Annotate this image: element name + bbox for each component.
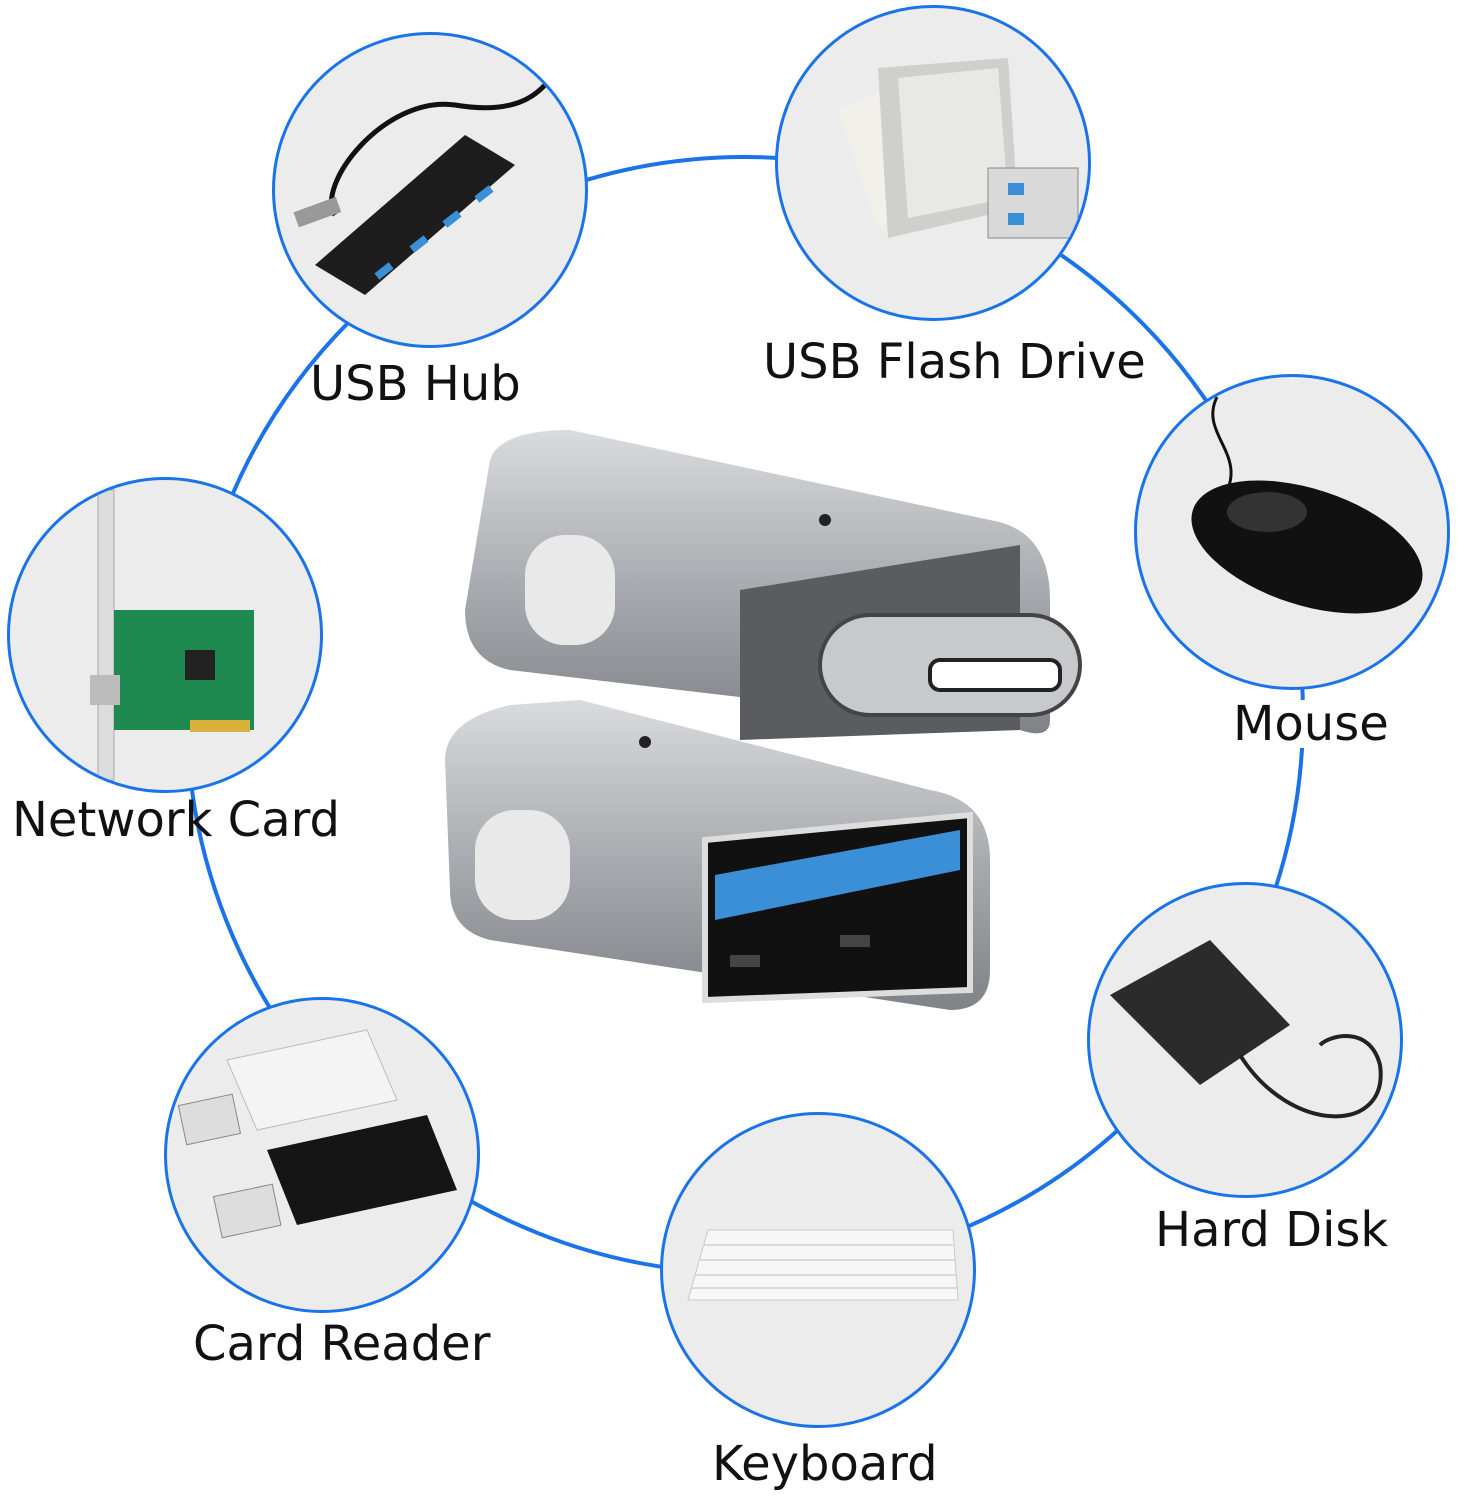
flash-drive-bubble	[775, 5, 1091, 321]
usb-hub-icon	[293, 83, 547, 295]
card-reader-bubble	[164, 997, 480, 1313]
network-card-icon	[90, 489, 254, 781]
mouse-bubble	[1134, 374, 1450, 690]
device-label-keyboard: Keyboard	[712, 1436, 938, 1492]
usb-a-adapter	[445, 700, 990, 1010]
hard-disk-icon	[1110, 940, 1383, 1119]
network-card-bubble	[7, 477, 323, 793]
device-label-card-reader: Card Reader	[193, 1316, 491, 1372]
usb-c-adapter	[465, 430, 1082, 740]
usb-adapter-image	[445, 430, 1082, 1010]
mouse-icon	[1191, 396, 1423, 614]
usb-hub-bubble	[272, 32, 588, 348]
device-label-mouse: Mouse	[1229, 700, 1393, 748]
device-label-usb-hub: USB Hub	[310, 356, 521, 412]
device-label-hard-disk: Hard Disk	[1155, 1202, 1389, 1258]
hard-disk-bubble	[1087, 882, 1403, 1198]
device-label-network-card: Network Card	[12, 792, 340, 848]
device-label-flash-drive: USB Flash Drive	[763, 334, 1146, 390]
keyboard-bubble	[660, 1112, 976, 1428]
flash-drive-icon	[838, 58, 1079, 239]
keyboard-icon	[687, 1229, 959, 1301]
card-reader-icon	[177, 1029, 457, 1239]
